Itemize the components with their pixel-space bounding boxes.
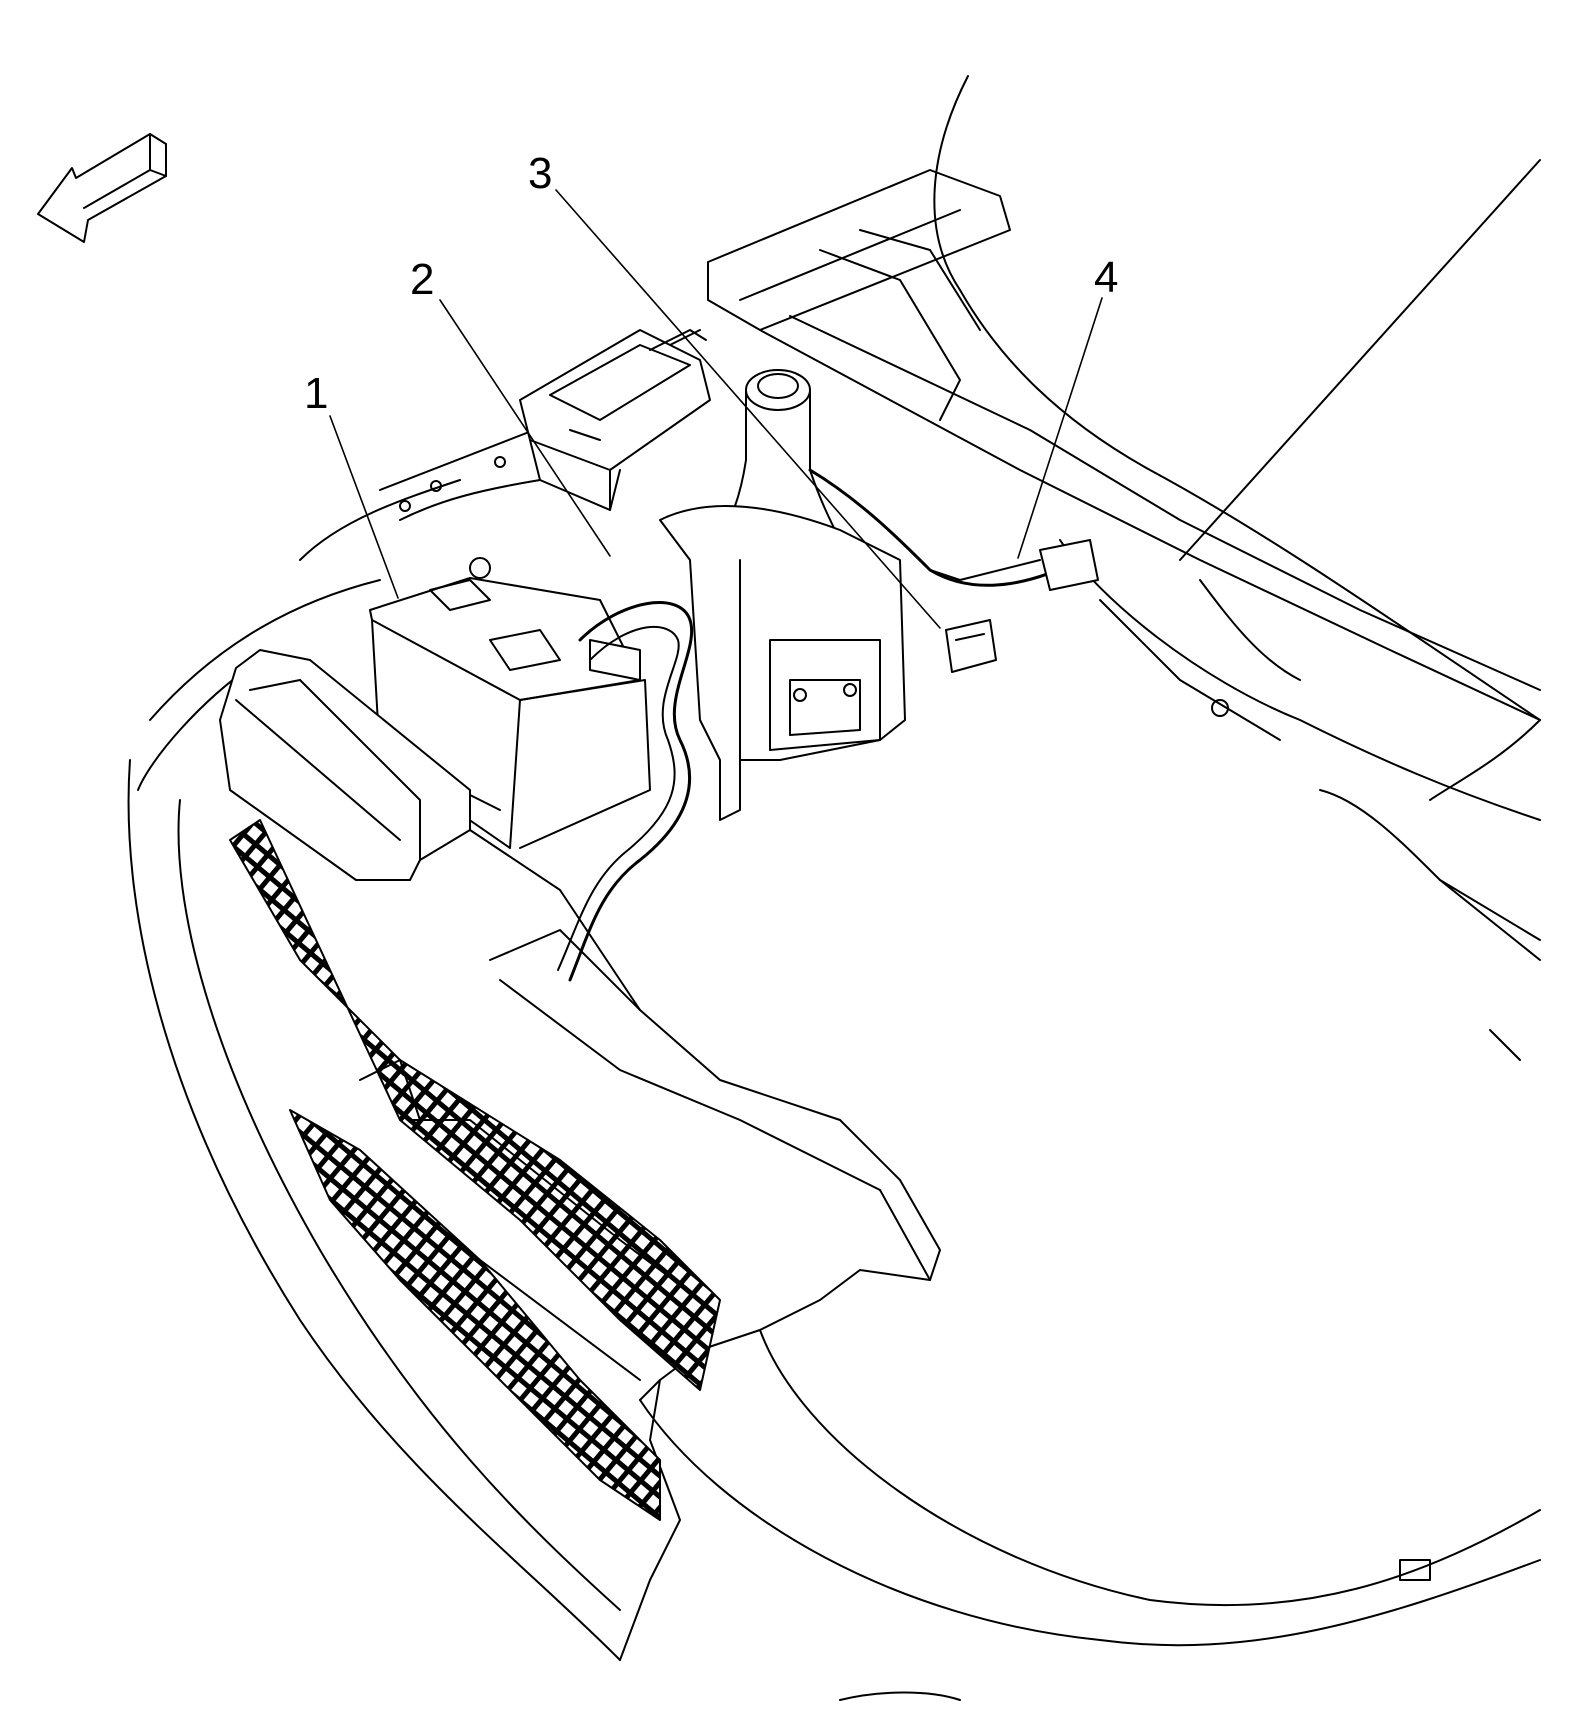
- leader-line-1: [329, 415, 399, 599]
- hood-panel: [933, 75, 1541, 801]
- callout-2: 2: [410, 255, 435, 304]
- grille-mesh: [229, 819, 721, 1521]
- front-direction-arrow-icon: [37, 133, 167, 243]
- leader-line-2: [439, 299, 611, 557]
- wiring-harness: [557, 468, 1082, 982]
- wiper-connector: [945, 619, 997, 673]
- battery: [369, 557, 651, 849]
- callout-4: 4: [1094, 253, 1119, 302]
- callout-3: 3: [528, 149, 553, 198]
- callout-leaders: [329, 189, 1103, 629]
- radiator-support: [707, 169, 1541, 1061]
- callout-1: 1: [304, 369, 329, 418]
- washer-fluid-reservoir: [659, 369, 906, 821]
- leader-line-4: [1017, 297, 1103, 559]
- front-bumper-fascia: [127, 579, 1541, 1701]
- underhood-fuse-block: [519, 329, 711, 511]
- leader-line-3: [555, 189, 941, 629]
- harness-connector-4: [1039, 539, 1099, 591]
